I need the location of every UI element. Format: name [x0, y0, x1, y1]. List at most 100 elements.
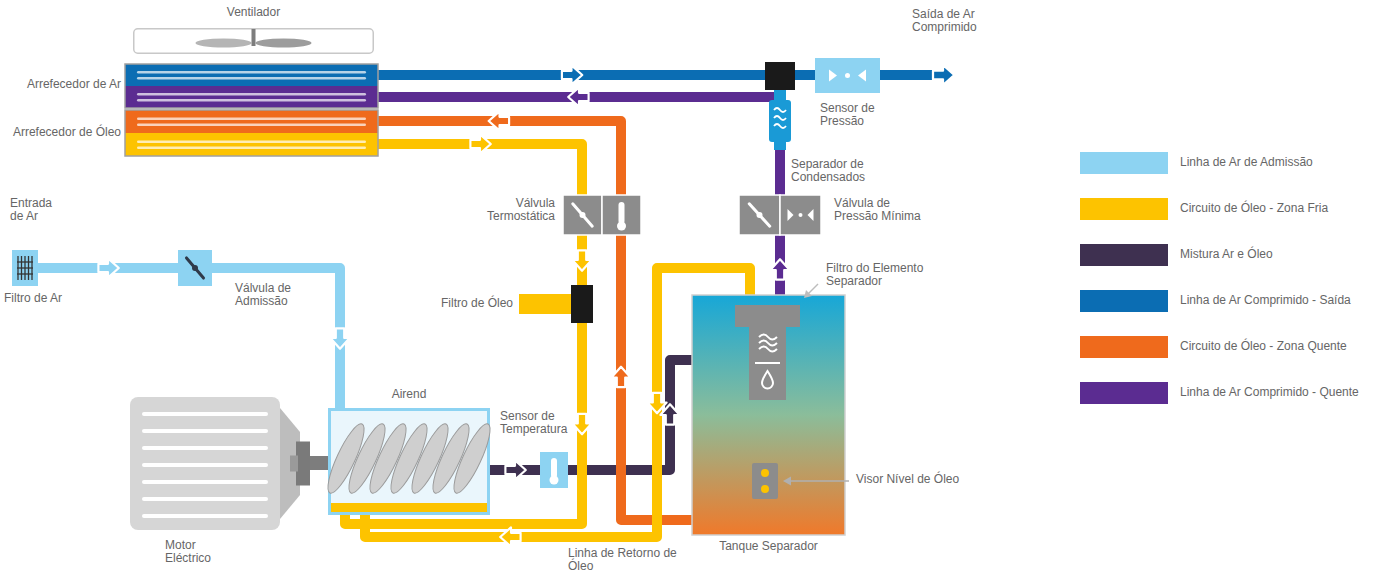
- flow-arrow: [500, 527, 520, 546]
- cooler-half: [125, 133, 378, 156]
- component-graphic: [765, 62, 795, 152]
- component-graphic: [540, 452, 568, 488]
- thermometer-stem: [551, 458, 557, 478]
- filter-housing: [519, 294, 571, 314]
- leader-arrowhead: [783, 477, 791, 486]
- component-graphic: [563, 195, 641, 235]
- component-graphic: [752, 463, 778, 499]
- component-label: Visor Nível de Óleo: [856, 473, 996, 486]
- motor-fin: [142, 497, 268, 501]
- filter-grid: [17, 267, 33, 268]
- cooler-frame: [125, 64, 378, 108]
- component-label: Tanque Separador: [692, 540, 845, 553]
- component-graphic: [133, 28, 374, 54]
- valve-half: [780, 195, 821, 235]
- oil-cooler: Arrefecedor de Óleo: [125, 110, 378, 156]
- element-icon: [755, 362, 780, 364]
- separator-element: Filtro do Elemento Separador: [735, 305, 800, 400]
- legend-text: Linha de Ar Comprimido - Saída: [1180, 294, 1351, 307]
- leader-line: [789, 480, 849, 482]
- flow-arrow: [489, 111, 509, 130]
- outlet-pipe: [878, 70, 932, 80]
- cooler-tube: [137, 71, 366, 74]
- flow-arrow: [330, 328, 349, 348]
- thermostatic-valve: Válvula Termostática: [563, 195, 641, 235]
- flow-arrow: [770, 259, 789, 279]
- component-label: Arrefecedor de Ar: [1, 78, 121, 91]
- valve-disc: [749, 204, 770, 226]
- component-graphic: [735, 305, 800, 400]
- airend-oil: [331, 503, 487, 512]
- cooler-half: [125, 64, 378, 86]
- pressure-symbol: [858, 70, 866, 82]
- valve-pivot: [757, 212, 763, 218]
- separator-head: [765, 62, 795, 90]
- cooler-tube: [137, 118, 366, 121]
- flow-label: Entrada de Ar: [10, 197, 65, 224]
- pressure-symbol: [808, 209, 814, 221]
- thermometer-stem: [619, 202, 625, 224]
- flow-arrow: [933, 65, 954, 85]
- legend-text: Circuito de Óleo - Zona Quente: [1180, 340, 1347, 353]
- condensate-separator: Separador de Condensados: [765, 62, 795, 152]
- pipe-label: Linha de Retorno de Óleo: [568, 547, 678, 572]
- cooler-tube: [137, 124, 366, 127]
- valve-pivot: [192, 265, 198, 271]
- flow-arrow: [647, 393, 666, 413]
- component-label: Válvula de Admissão: [235, 282, 315, 309]
- legend-text: Linha de Ar de Admissão: [1180, 156, 1313, 169]
- component-label: Filtro de Ar: [4, 292, 84, 305]
- separator-stem: [774, 90, 786, 100]
- component-graphic: [739, 195, 821, 235]
- component-label: Separador de Condensados: [791, 158, 881, 185]
- component-graphic: [328, 408, 490, 515]
- component-graphic: [12, 250, 38, 286]
- sight-dot: [761, 485, 769, 493]
- component-label: Airend: [328, 388, 490, 401]
- cooler-tube: [137, 77, 366, 80]
- filter-grid: [17, 273, 33, 274]
- motor-fin: [142, 514, 268, 518]
- legend-swatch: [1080, 290, 1168, 312]
- electric-motor: Motor Eléctrico: [130, 392, 310, 535]
- element-icon: [759, 347, 777, 352]
- oil-sight-glass: Visor Nível de Óleo: [752, 463, 778, 499]
- element-icon: [762, 371, 773, 389]
- temperature-sensor: Sensor de Temperatura: [540, 452, 568, 488]
- motor-end: [280, 408, 300, 519]
- legend-swatch: [1080, 198, 1168, 220]
- cooler-tube: [137, 141, 366, 144]
- motor-fin: [142, 429, 268, 433]
- legend-text: Circuito de Óleo - Zona Fria: [1180, 202, 1328, 215]
- component-label: Arrefecedor de Óleo: [1, 126, 121, 139]
- valve-disc: [573, 204, 593, 226]
- cooler-frame: [125, 110, 378, 156]
- flow-arrow: [505, 460, 525, 479]
- flow-arrow: [562, 65, 582, 84]
- component-label: Motor Eléctrico: [165, 539, 245, 566]
- element-body: [749, 327, 786, 400]
- thermometer-bulb: [550, 476, 559, 485]
- valve-half: [739, 195, 780, 235]
- fan-unit: Ventilador: [133, 28, 374, 54]
- separator-icon: [774, 108, 786, 112]
- sight-glass: [752, 463, 778, 499]
- component-graphic: [130, 392, 310, 535]
- fan-blade: [256, 39, 312, 48]
- motor-fin: [142, 480, 268, 484]
- component-graphic: [125, 110, 378, 156]
- filter-cartridge: [571, 285, 593, 323]
- valve-pivot: [580, 212, 586, 218]
- pipe: [378, 97, 780, 195]
- valve-disc: [187, 258, 204, 278]
- separator-drain: [774, 142, 786, 150]
- filter-grid: [17, 261, 33, 262]
- component-graphic: [519, 285, 593, 323]
- rotor-lobe: [448, 420, 496, 496]
- air-cooler: Arrefecedor de Ar: [125, 64, 378, 108]
- component-graphic: [178, 250, 212, 286]
- valve-half: [602, 195, 641, 235]
- min-pressure-valve: Válvula de Pressão Mínima: [739, 195, 821, 235]
- element-icon: [759, 341, 777, 346]
